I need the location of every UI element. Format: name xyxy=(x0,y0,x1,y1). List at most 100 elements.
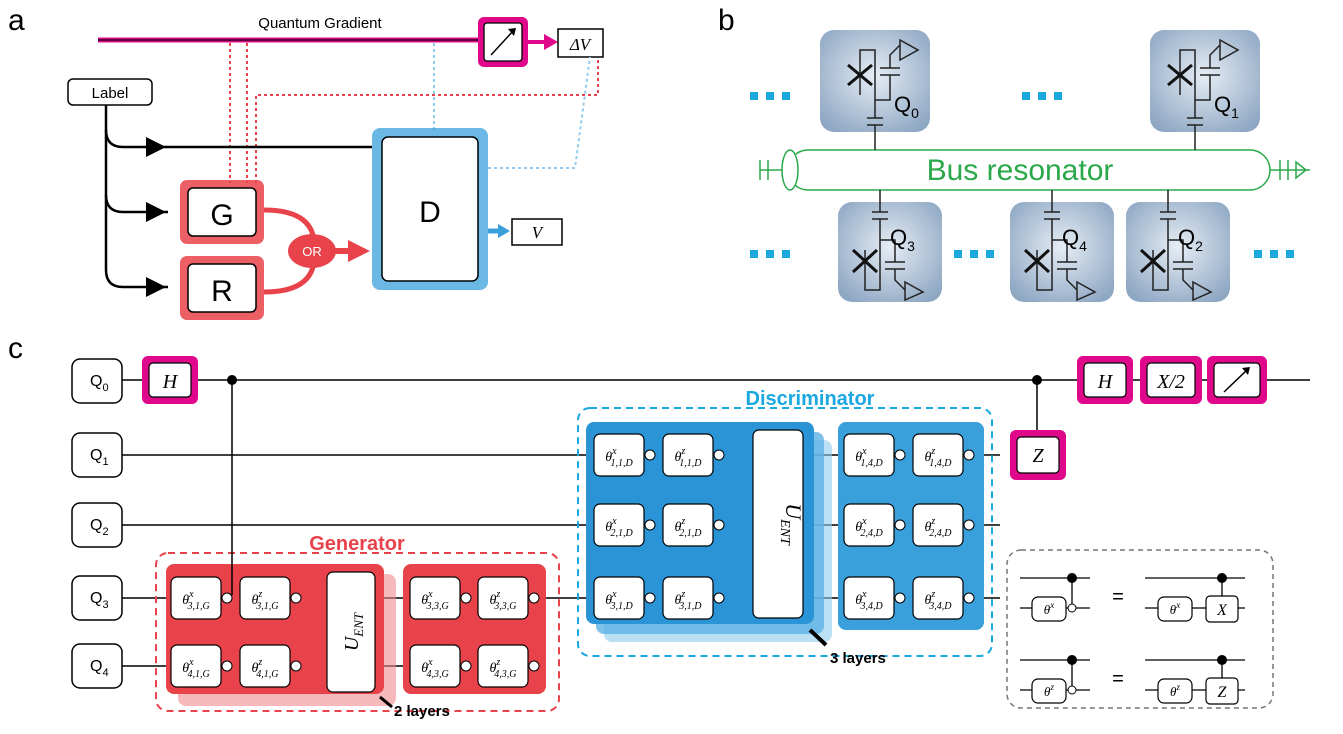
discriminator-box xyxy=(381,136,479,282)
qubit-q2: Q2 xyxy=(90,517,109,538)
gen-uent: UENT xyxy=(326,571,376,693)
or-arrowhead xyxy=(348,240,370,262)
svg-text:θx: θx xyxy=(1170,600,1180,617)
v-arrowhead xyxy=(498,224,510,238)
panel-a-letter: a xyxy=(8,4,25,37)
qubit-q0: Q0 xyxy=(90,373,109,394)
label-to-g-line xyxy=(104,194,168,214)
svg-text:X: X xyxy=(1216,602,1228,619)
arrowhead-d xyxy=(146,137,166,157)
control-dot-disc xyxy=(1032,375,1042,385)
svg-text:Z: Z xyxy=(1032,445,1044,467)
qubit-label-q2: Q2 xyxy=(1178,225,1203,254)
svg-text:=: = xyxy=(1112,586,1124,608)
qubit-q1: Q1 xyxy=(90,447,109,468)
meter-arrowhead-icon xyxy=(508,28,516,36)
bus-end-left xyxy=(781,149,799,191)
qubit-chip-q4: Q4 xyxy=(1010,190,1114,302)
generator-label: G xyxy=(210,199,233,232)
discriminator-dashed-box xyxy=(577,407,993,657)
svg-text:UENT: UENT xyxy=(341,612,366,651)
svg-text:θz: θz xyxy=(1044,682,1054,699)
real-label: R xyxy=(211,275,233,308)
svg-text:H: H xyxy=(162,371,179,393)
x2-gate: X/2 xyxy=(1140,356,1202,404)
v-box xyxy=(511,218,563,246)
qubit-q4: Q4 xyxy=(90,658,109,679)
arrowhead-r xyxy=(146,277,166,297)
ellipsis-dots xyxy=(750,92,1294,258)
gen-layers-arrow xyxy=(379,695,393,709)
arrowhead-g xyxy=(146,202,166,222)
delta-v-label: ΔV xyxy=(569,35,593,54)
svg-text:θz: θz xyxy=(1170,682,1180,699)
qubit-label-q1: Q1 xyxy=(1214,92,1239,121)
svg-text:θx: θx xyxy=(1044,600,1054,617)
meter-needle-icon-c xyxy=(1223,368,1249,393)
label-to-r-line xyxy=(104,105,168,289)
panel-c: c Q0 Q1 Q2 Q3 Q4 H xyxy=(8,332,1310,720)
v-label: V xyxy=(532,223,545,242)
measure-gate xyxy=(1207,356,1267,404)
gradient-label: Quantum Gradient xyxy=(258,15,382,32)
label-box-text: Label xyxy=(92,85,129,102)
qubit-label-q4: Q4 xyxy=(1062,225,1087,254)
svg-text:X/2: X/2 xyxy=(1156,371,1185,393)
qubit-label-q0: Q0 xyxy=(894,92,919,121)
disc-layers-label: 3 layers xyxy=(830,650,886,667)
or-label: OR xyxy=(302,244,322,259)
qubit-q3: Q3 xyxy=(90,590,109,611)
gen-gradient-dotted xyxy=(229,43,248,183)
or-node xyxy=(288,234,336,268)
gen-feedback-dotted xyxy=(255,57,599,183)
gate-legend: θx = θx X θz = θz Z xyxy=(1006,549,1274,709)
gen-layers-label: 2 layers xyxy=(394,703,450,720)
meter-arrowhead-icon-c xyxy=(1242,367,1250,375)
meter-needle-icon xyxy=(490,29,515,56)
label-box xyxy=(67,78,153,106)
z-gate: Z xyxy=(1010,430,1066,480)
discriminator-label: Discriminator xyxy=(746,388,875,410)
qubit-chip-q1: Q1 xyxy=(1150,30,1260,150)
qubit-chip-q0: Q0 xyxy=(820,30,930,150)
panel-c-letter: c xyxy=(8,332,23,365)
generator-label: Generator xyxy=(309,533,405,555)
disc-feedback-dotted xyxy=(488,56,591,169)
h-gate-end: H xyxy=(1077,356,1133,404)
panel-b-letter: b xyxy=(718,4,735,37)
discriminator-label: D xyxy=(419,196,441,229)
svg-text:Z: Z xyxy=(1218,684,1228,701)
qubit-chip-q2: Q2 xyxy=(1126,190,1230,302)
disc-uent: UENT xyxy=(752,429,806,619)
svg-text:=: = xyxy=(1112,668,1124,690)
panel-a: a Quantum Gradient ΔV Label G xyxy=(8,4,604,320)
label-to-d-line xyxy=(104,129,372,149)
qubit-label-q3: Q3 xyxy=(890,225,915,254)
svg-text:UENT: UENT xyxy=(777,503,806,546)
svg-text:H: H xyxy=(1097,371,1114,393)
real-box xyxy=(187,263,257,313)
control-dot-gen xyxy=(227,375,237,385)
disc-layers-arrow xyxy=(808,628,828,647)
